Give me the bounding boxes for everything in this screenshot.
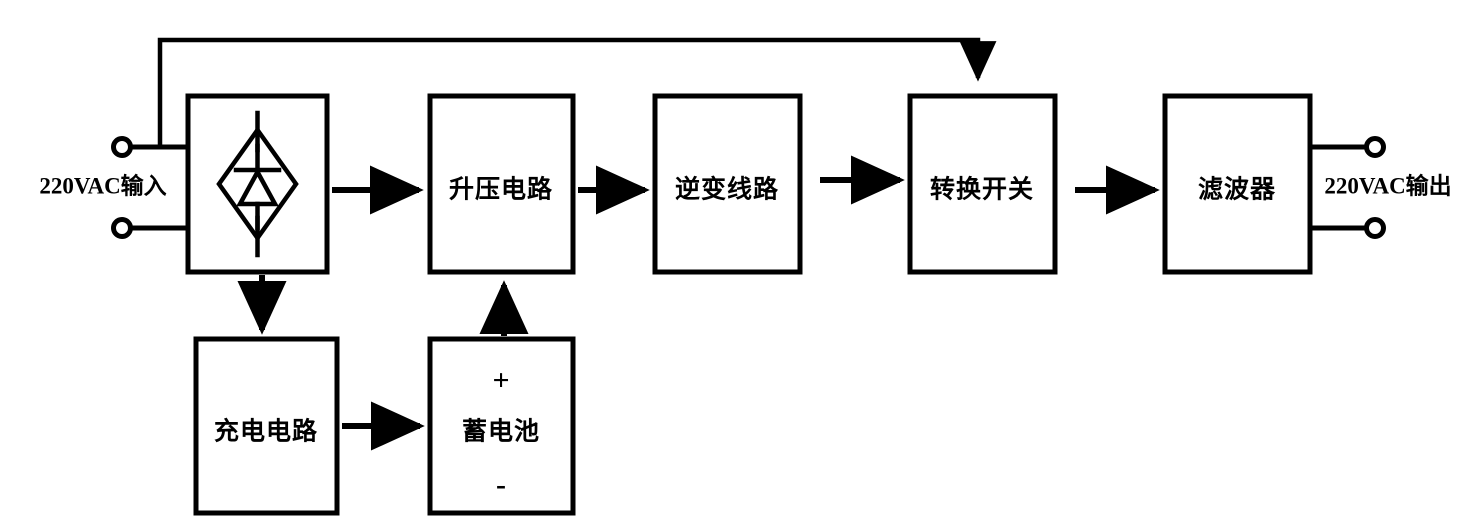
battery-positive-terminal-mark: + <box>492 364 510 397</box>
block-charger[interactable] <box>193 336 340 516</box>
block-label-charger: 充电电路 <box>213 418 319 446</box>
block-label-inverter: 逆变线路 <box>674 176 780 204</box>
vertical-arrows <box>237 275 529 336</box>
block-label-boost: 升压电路 <box>448 176 554 204</box>
block-transfer[interactable] <box>907 93 1058 275</box>
block-label-battery: 蓄电池 <box>461 418 541 446</box>
input-terminal-bottom[interactable] <box>111 217 133 239</box>
input-port-label: 220VAC输入 <box>39 173 167 199</box>
block-label-filter: 滤波器 <box>1197 176 1277 204</box>
output-terminal-top[interactable] <box>1364 136 1386 158</box>
block-boost[interactable] <box>427 93 576 275</box>
output-wiring <box>1308 144 1374 231</box>
battery-negative-terminal-mark: - <box>496 468 506 501</box>
input-terminal-top[interactable] <box>111 136 133 158</box>
input-wiring <box>122 144 190 231</box>
block-inverter[interactable] <box>652 93 803 275</box>
block-rectifier[interactable] <box>185 93 330 275</box>
bypass-line <box>157 37 997 147</box>
bridge-rectifier-icon <box>216 110 299 258</box>
output-terminal-bottom[interactable] <box>1364 217 1386 239</box>
output-port-label: 220VAC输出 <box>1324 173 1452 199</box>
flow-arrows <box>332 155 1160 451</box>
block-label-transfer: 转换开关 <box>929 176 1035 204</box>
block-battery[interactable] <box>427 336 576 516</box>
block-filter[interactable] <box>1162 93 1313 275</box>
